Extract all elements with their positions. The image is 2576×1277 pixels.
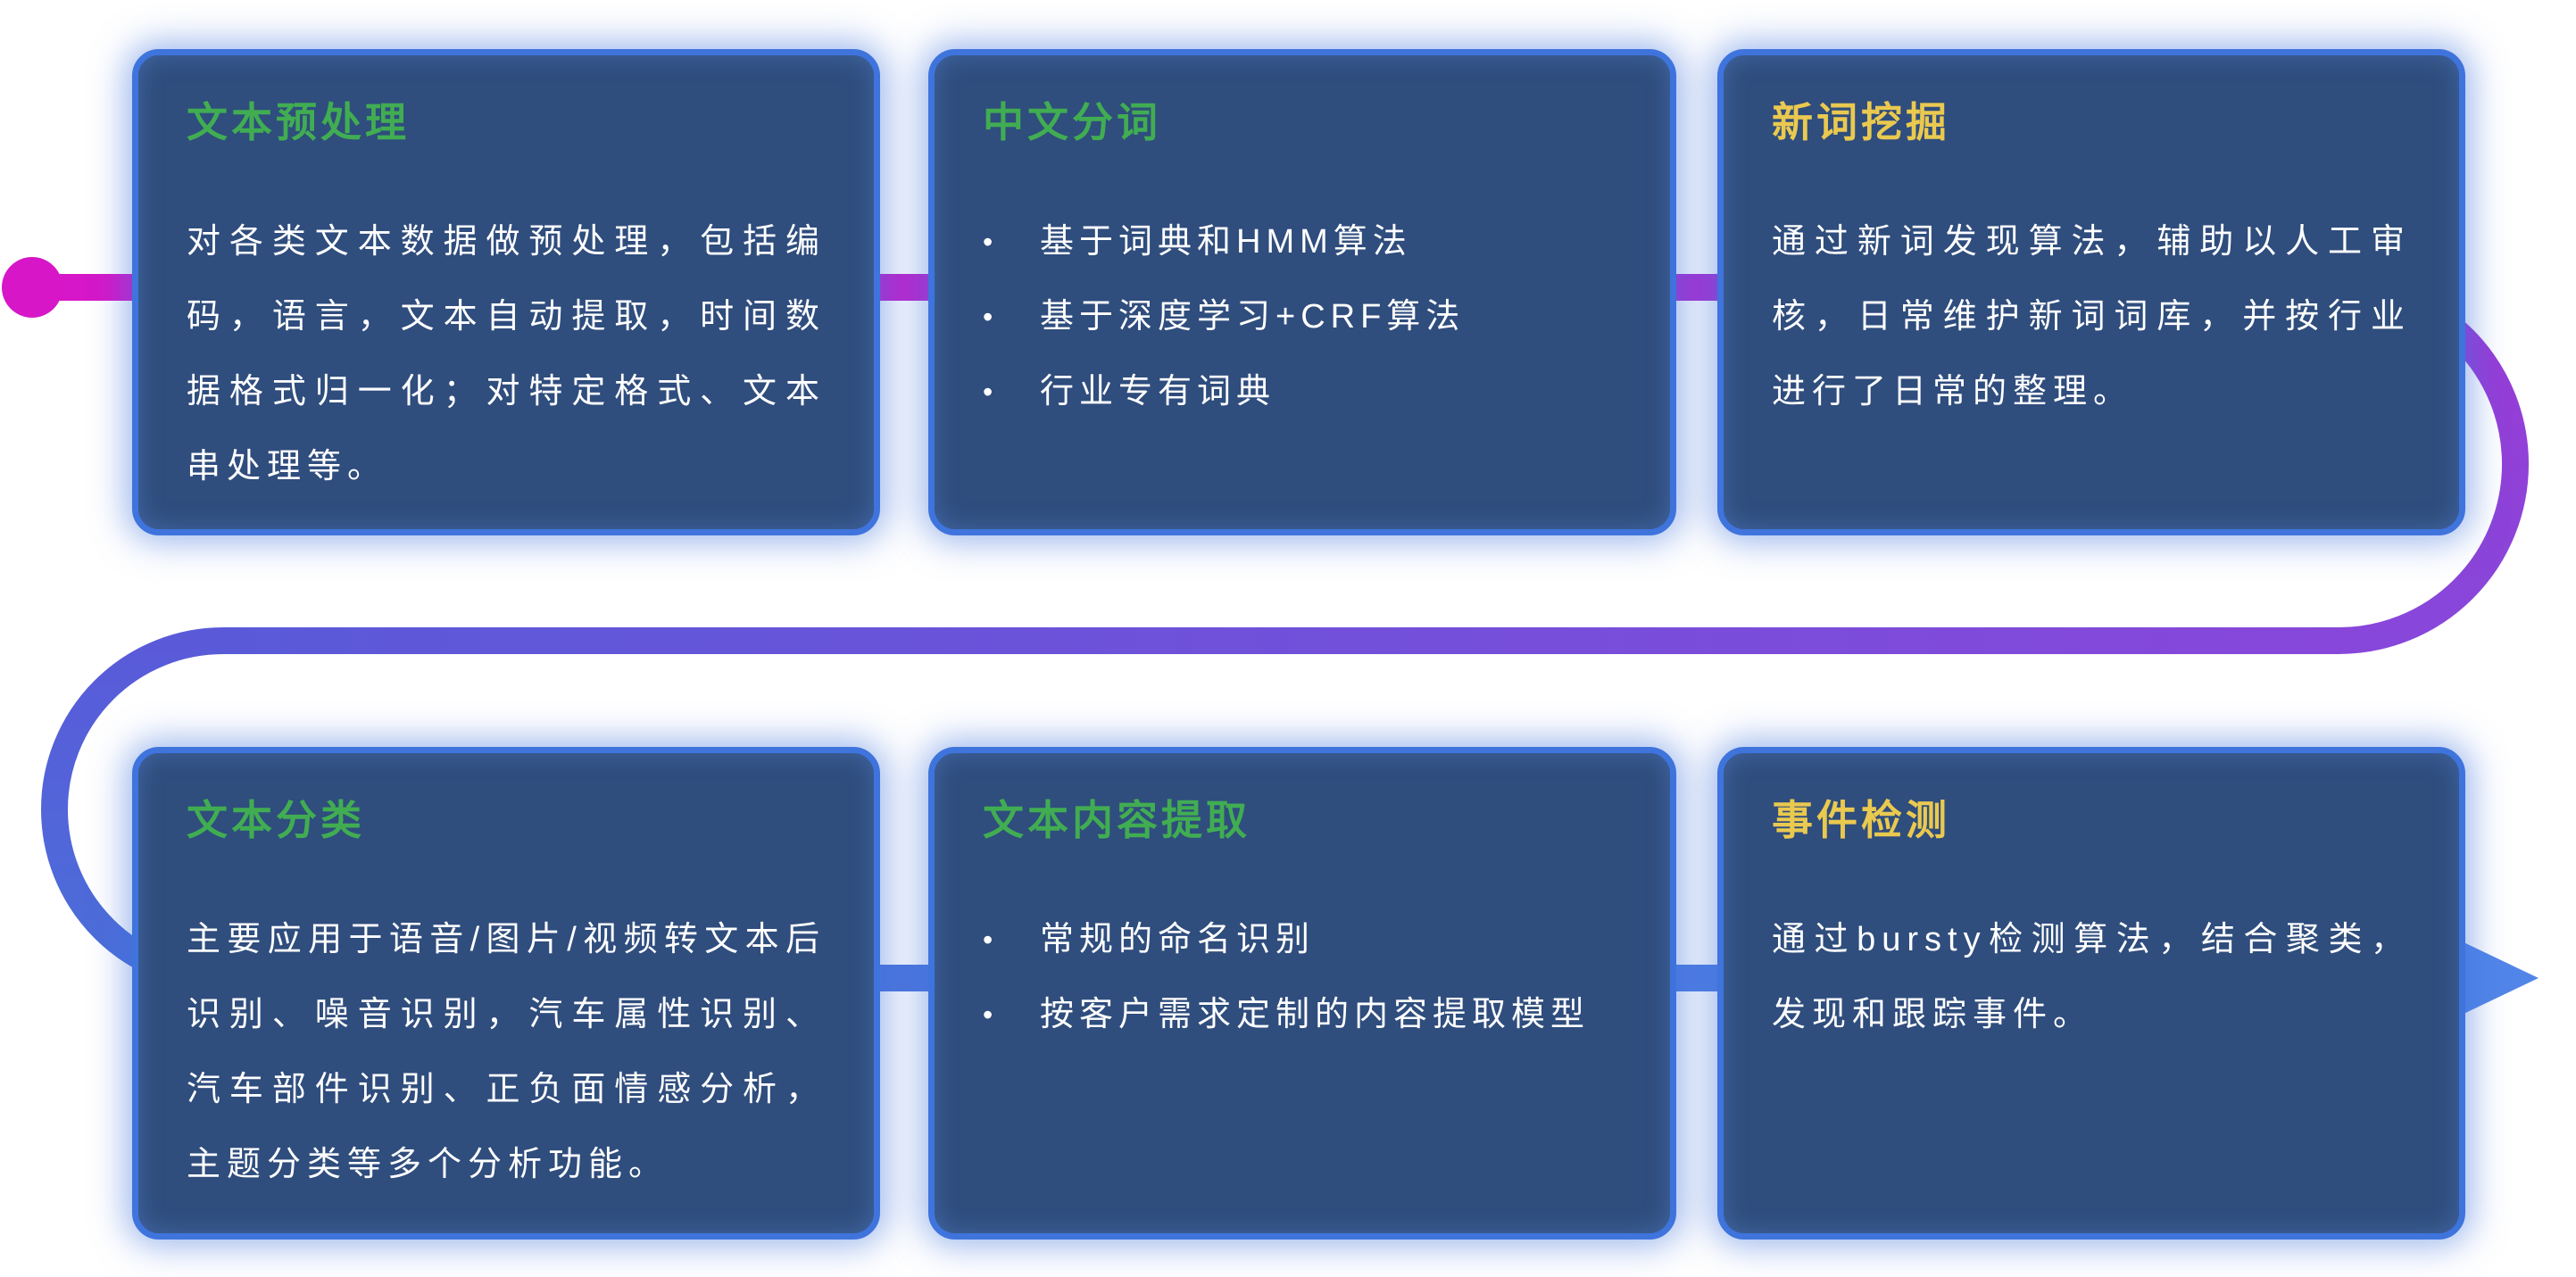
card-title: 文本预处理 — [187, 99, 410, 145]
bullet-icon: • — [983, 999, 993, 1031]
card-title: 中文分词 — [983, 99, 1161, 145]
card-description: 对各类文本数据做预处理，包括编码，语言，文本自动提取，时间数据格式归一化；对特定… — [187, 223, 826, 485]
bullet-text: 常规的命名识别 — [1040, 921, 1316, 958]
list-item: • 常规的命名识别 — [983, 902, 1622, 977]
bullet-icon: • — [983, 301, 993, 333]
card-title: 事件检测 — [1772, 797, 1950, 843]
card-description: 通过bursty检测算法，结合聚类，发现和跟踪事件。 — [1772, 921, 2411, 1033]
card-description: 通过新词发现算法，辅助以人工审核，日常维护新词词库，并按行业进行了日常的整理。 — [1772, 223, 2411, 410]
list-item: • 基于词典和HMM算法 — [983, 204, 1622, 279]
list-item: • 行业专有词典 — [983, 354, 1622, 429]
list-item: • 按客户需求定制的内容提取模型 — [983, 977, 1622, 1052]
bullet-text: 基于深度学习+CRF算法 — [1040, 298, 1466, 336]
card-chinese-word-segmentation: 中文分词 • 基于词典和HMM算法 • 基于深度学习+CRF算法 • 行业专有词… — [928, 49, 1676, 535]
card-description: 主要应用于语音/图片/视频转文本后识别、噪音识别，汽车属性识别、汽车部件识别、正… — [187, 921, 826, 1183]
bullet-icon: • — [983, 924, 993, 956]
bullet-text: 按客户需求定制的内容提取模型 — [1040, 996, 1591, 1033]
card-text-preprocessing: 文本预处理 对各类文本数据做预处理，包括编码，语言，文本自动提取，时间数据格式归… — [132, 49, 880, 535]
bullet-text: 行业专有词典 — [1040, 373, 1276, 410]
bullet-list: • 基于词典和HMM算法 • 基于深度学习+CRF算法 • 行业专有词典 — [983, 204, 1622, 429]
bullet-icon: • — [983, 226, 993, 258]
bullet-text: 基于词典和HMM算法 — [1040, 223, 1412, 261]
bullet-icon: • — [983, 376, 993, 408]
card-title: 文本分类 — [187, 797, 365, 843]
flow-arrowhead — [2460, 941, 2539, 1016]
card-new-word-mining: 新词挖掘 通过新词发现算法，辅助以人工审核，日常维护新词词库，并按行业进行了日常… — [1717, 49, 2465, 535]
list-item: • 基于深度学习+CRF算法 — [983, 279, 1622, 354]
card-event-detection: 事件检测 通过bursty检测算法，结合聚类，发现和跟踪事件。 — [1717, 747, 2465, 1240]
card-title: 新词挖掘 — [1772, 99, 1950, 145]
flow-start-dot — [2, 257, 62, 318]
card-text-content-extraction: 文本内容提取 • 常规的命名识别 • 按客户需求定制的内容提取模型 — [928, 747, 1676, 1240]
bullet-list: • 常规的命名识别 • 按客户需求定制的内容提取模型 — [983, 902, 1622, 1052]
card-text-classification: 文本分类 主要应用于语音/图片/视频转文本后识别、噪音识别，汽车属性识别、汽车部… — [132, 747, 880, 1240]
card-title: 文本内容提取 — [983, 797, 1251, 843]
